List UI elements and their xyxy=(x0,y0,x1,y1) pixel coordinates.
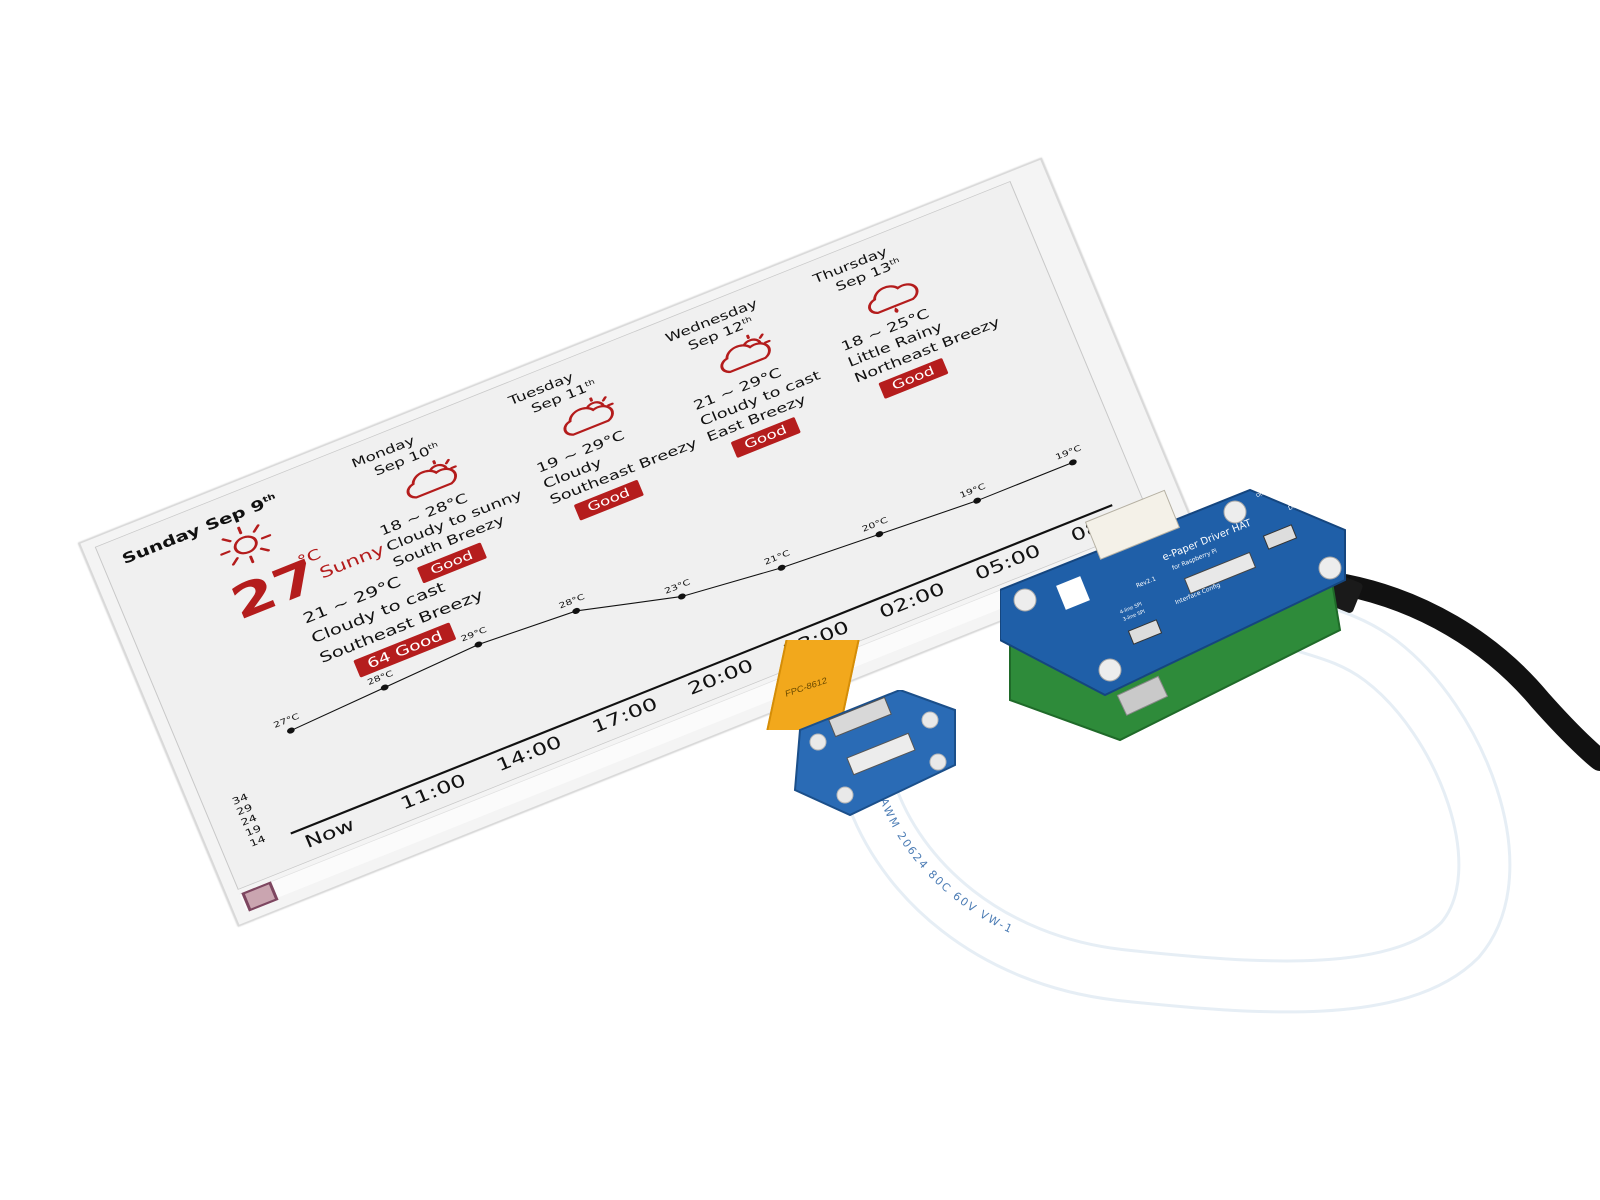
time-axis xyxy=(290,504,1113,835)
temperature-point xyxy=(380,684,389,691)
temperature-point xyxy=(875,531,884,538)
driver-hat-board: Waveshare e-Paper Driver HAT for Raspber… xyxy=(1000,450,1346,742)
sun-icon xyxy=(220,524,272,566)
temperature-point xyxy=(474,641,483,648)
temperature-point xyxy=(1069,459,1077,466)
partly-cloudy-icon xyxy=(406,458,457,499)
display-config-label: Display Config xyxy=(1287,489,1330,512)
option-other-label: Other xyxy=(1255,488,1271,499)
adapter-board xyxy=(793,690,956,817)
hourly-temperature-chart xyxy=(287,459,1113,835)
temperature-point xyxy=(678,593,686,600)
epaper-screen: Sunday Sep 9th 27 °C Sunny 21 ~ 29°C Clo… xyxy=(94,180,1154,890)
rain-cloud-icon xyxy=(868,283,919,314)
partly-cloudy-icon xyxy=(720,333,771,374)
epaper-panel: Sunday Sep 9th 27 °C Sunny 21 ~ 29°C Clo… xyxy=(78,157,1202,927)
temperature-point xyxy=(572,607,581,614)
partly-cloudy-icon xyxy=(563,396,614,436)
temperature-point xyxy=(777,564,786,571)
temperature-point xyxy=(973,497,981,504)
temperature-point xyxy=(287,727,295,734)
